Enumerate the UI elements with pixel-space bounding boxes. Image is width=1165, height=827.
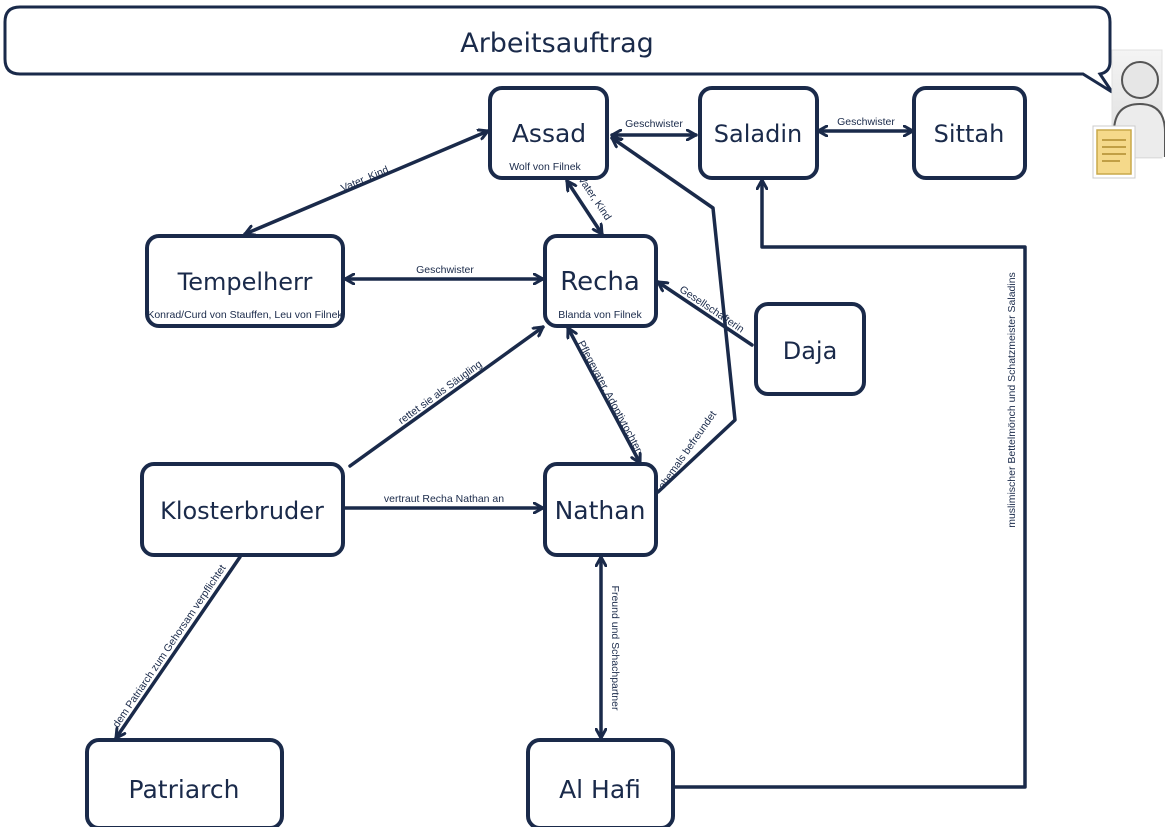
edge-assad-recha xyxy=(565,179,604,236)
task-bubble[interactable]: Arbeitsauftrag xyxy=(3,5,1114,94)
node-assad[interactable]: Assad Wolf von Filnek xyxy=(488,86,609,180)
node-patriarch[interactable]: Patriarch xyxy=(85,738,284,827)
node-label: Sittah xyxy=(934,120,1005,148)
edge-label-alhafi-saladin: muslimischer Bettelmönch und Schatzmeist… xyxy=(1006,272,1018,528)
node-sublabel: Blanda von Filnek xyxy=(558,309,642,321)
node-label: Tempelherr xyxy=(177,268,313,296)
node-sublabel: Wolf von Filnek xyxy=(509,161,581,173)
node-klosterbruder[interactable]: Klosterbruder xyxy=(140,462,345,557)
node-tempelherr[interactable]: Tempelherr Konrad/Curd von Stauffen, Leu… xyxy=(145,234,345,328)
edge-klosterbruder-patriarch xyxy=(114,555,242,740)
node-label: Patriarch xyxy=(129,775,240,804)
node-label: Assad xyxy=(512,119,586,148)
node-label: Klosterbruder xyxy=(160,497,324,525)
node-daja[interactable]: Daja xyxy=(754,302,866,396)
edge-label-tempelherr-recha: Geschwister xyxy=(416,264,474,276)
task-title: Arbeitsauftrag xyxy=(460,28,654,59)
edge-label-klosterbruder-patriarch: dem Patriarch zum Gehorsam verpflichtet xyxy=(110,563,228,730)
node-label: Daja xyxy=(783,337,838,365)
edge-recha-nathan xyxy=(566,326,642,465)
node-label: Saladin xyxy=(714,120,802,148)
edge-nathan-assad xyxy=(610,136,737,494)
edge-daja-recha xyxy=(656,280,754,347)
edge-label-saladin-sittah: Geschwister xyxy=(837,116,895,128)
node-sublabel: Konrad/Curd von Stauffen, Leu von Filnek xyxy=(147,309,343,321)
edge-klosterbruder-recha xyxy=(348,325,545,468)
edge-label-nathan-assad: ehemals befreundet xyxy=(656,409,719,492)
note-icon xyxy=(1092,125,1136,179)
edge-label-daja-recha: Gesellschafterin xyxy=(677,283,746,335)
edges: Geschwister Geschwister Vater, Kind Vate… xyxy=(110,116,1027,789)
node-sittah[interactable]: Sittah xyxy=(912,86,1027,180)
edge-label-assad-recha: Vater, Kind xyxy=(575,174,613,223)
edge-label-assad-tempelherr: Vater, Kind xyxy=(339,164,390,195)
edge-label-klosterbruder-recha: rettet sie als Säugling xyxy=(396,358,484,427)
node-alhafi[interactable]: Al Hafi xyxy=(526,738,675,827)
edge-label-recha-nathan: Pflegevater, Adoptivtochter xyxy=(575,339,644,455)
node-recha[interactable]: Recha Blanda von Filnek xyxy=(543,234,658,328)
edge-label-assad-saladin: Geschwister xyxy=(625,118,683,130)
person-with-note-icon[interactable] xyxy=(1092,49,1165,179)
node-label: Recha xyxy=(560,267,640,297)
edge-label-nathan-alhafi: Freund und Schachpartner xyxy=(609,586,621,711)
node-label: Al Hafi xyxy=(559,775,641,804)
edge-assad-tempelherr xyxy=(243,131,490,234)
edge-label-klosterbruder-nathan: vertraut Recha Nathan an xyxy=(384,493,504,505)
node-label: Nathan xyxy=(555,496,646,525)
node-nathan[interactable]: Nathan xyxy=(543,462,658,557)
node-saladin[interactable]: Saladin xyxy=(698,86,819,180)
edge-alhafi-saladin xyxy=(673,178,1027,789)
